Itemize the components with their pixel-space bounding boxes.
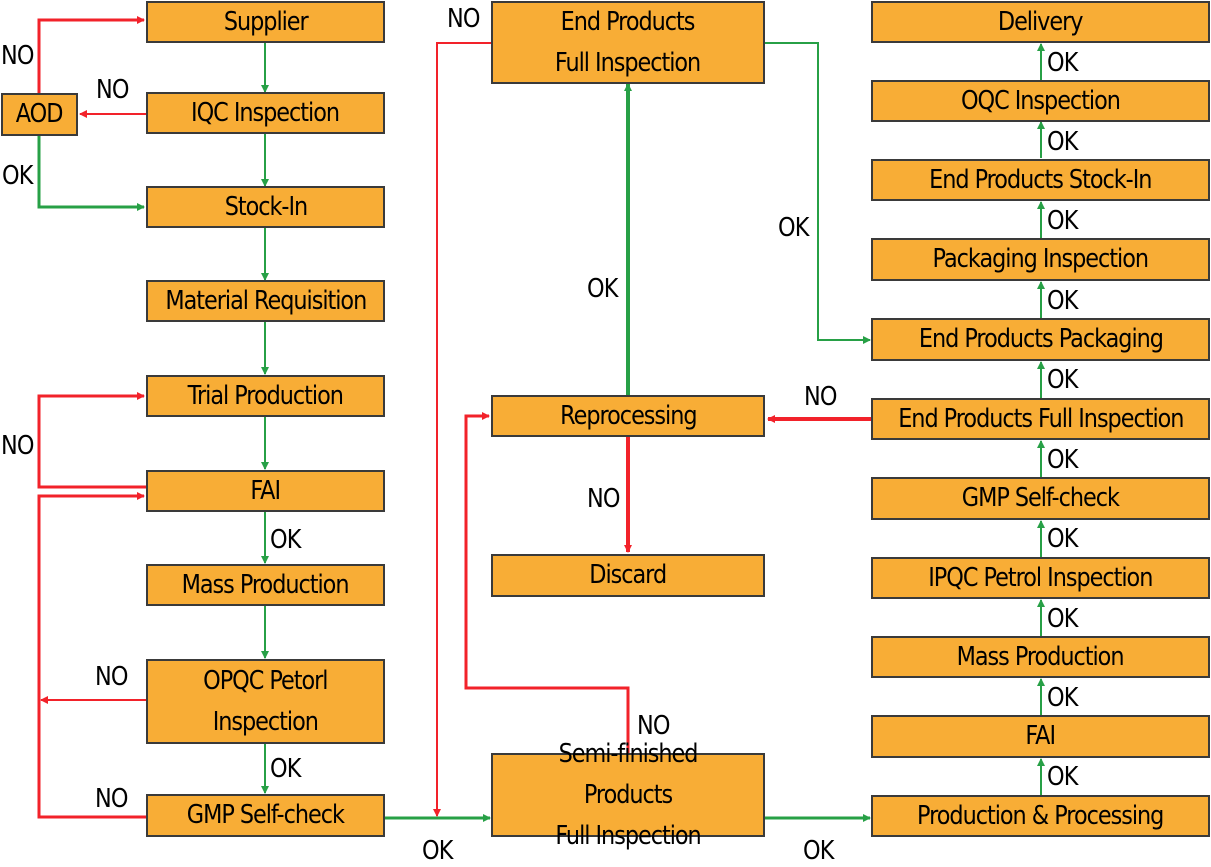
arrow-gmp-no-to-fai — [37, 492, 146, 819]
box-gmp-self-check-left: GMP Self-check — [146, 794, 385, 837]
box-trial-production: Trial Production — [146, 375, 385, 417]
box-ipqc-petrol-inspection: IPQC Petrol Inspection — [871, 557, 1210, 599]
box-end-products-full-inspection-top: End Products Full Inspection — [491, 1, 765, 84]
label-no: NO — [95, 662, 128, 692]
label-no: NO — [1, 41, 34, 71]
label-ok: OK — [422, 836, 453, 866]
label-ok: OK — [2, 161, 33, 191]
label-ok: OK — [1047, 445, 1078, 475]
label-no: NO — [96, 75, 129, 105]
arrow-endtop-ok-to-packaging — [765, 42, 871, 344]
arrow-aod-no-to-supplier — [37, 16, 145, 93]
label-ok: OK — [270, 754, 301, 784]
label-ok: OK — [1047, 524, 1078, 554]
box-production-processing: Production & Processing — [871, 795, 1210, 837]
box-opqc-inspection: OPQC Petorl Inspection — [146, 659, 385, 744]
label-ok: OK — [778, 213, 809, 243]
label-ok: OK — [803, 836, 834, 866]
box-mass-production-right: Mass Production — [871, 636, 1210, 678]
box-gmp-self-check-right: GMP Self-check — [871, 477, 1210, 520]
arrow-endtop-no-to-semi — [433, 42, 491, 817]
box-end-products-packaging: End Products Packaging — [871, 318, 1210, 361]
label-ok: OK — [270, 525, 301, 555]
box-fai-left: FAI — [146, 470, 385, 512]
box-discard: Discard — [491, 554, 765, 597]
box-supplier: Supplier — [146, 1, 385, 43]
label-ok: OK — [1047, 604, 1078, 634]
box-packaging-inspection: Packaging Inspection — [871, 238, 1210, 281]
box-aod: AOD — [1, 93, 78, 136]
label-ok: OK — [1047, 365, 1078, 395]
label-no: NO — [95, 784, 128, 814]
label-no: NO — [447, 4, 480, 34]
label-ok: OK — [587, 274, 618, 304]
label-no: NO — [1, 431, 34, 461]
box-material-requisition: Material Requisition — [146, 280, 385, 322]
box-semi-finished-full-inspection: Semi-finished Products Full Inspection — [491, 739, 765, 851]
box-fai-right: FAI — [871, 715, 1210, 758]
label-no: NO — [587, 484, 620, 514]
arrow-semi-no-to-reproc — [464, 412, 630, 753]
label-ok: OK — [1047, 286, 1078, 316]
box-oqc-inspection: OQC Inspection — [871, 80, 1210, 122]
arrow-aod-ok-to-stockin — [37, 136, 145, 211]
label-no: NO — [637, 711, 670, 741]
box-iqc-inspection: IQC Inspection — [146, 92, 385, 134]
box-end-products-stock-in: End Products Stock-In — [871, 159, 1210, 201]
label-no: NO — [804, 382, 837, 412]
box-stock-in: Stock-In — [146, 186, 385, 228]
label-ok: OK — [1047, 48, 1078, 78]
box-end-products-full-inspection-right: End Products Full Inspection — [871, 398, 1210, 440]
box-reprocessing: Reprocessing — [491, 395, 765, 437]
label-ok: OK — [1047, 127, 1078, 157]
label-ok: OK — [1047, 762, 1078, 792]
label-ok: OK — [1047, 206, 1078, 236]
box-mass-production-left: Mass Production — [146, 564, 385, 606]
arrow-fai-no-to-trial — [37, 392, 146, 489]
label-ok: OK — [1047, 683, 1078, 713]
box-delivery: Delivery — [871, 1, 1210, 43]
